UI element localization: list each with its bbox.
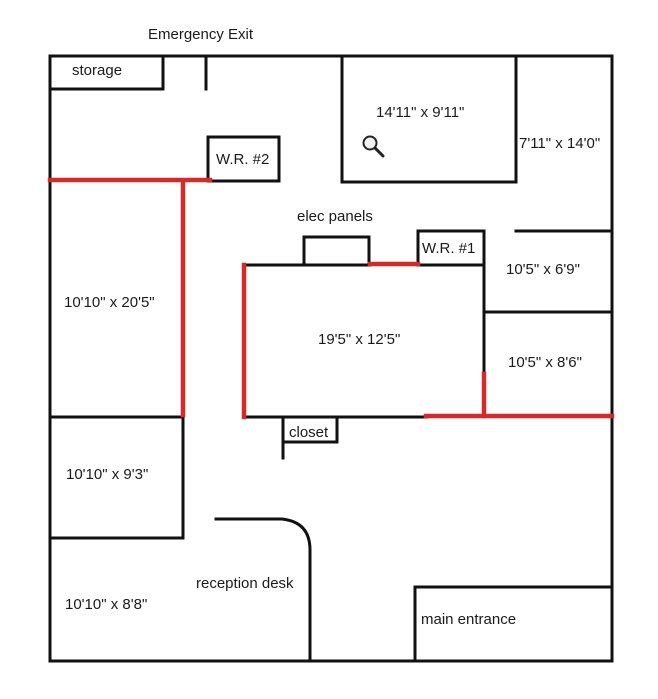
- room-left-large-label: 10'10" x 20'5": [64, 294, 155, 311]
- wr1-label: W.R. #1: [422, 240, 475, 257]
- closet-box: [281, 415, 339, 444]
- room-right-upper-label: 10'5" x 6'9": [506, 261, 580, 278]
- wr2-label: W.R. #2: [216, 151, 269, 168]
- elec-panels-box: [302, 235, 371, 267]
- reception-desk-label: reception desk: [196, 575, 294, 592]
- top-center-room-wall: [340, 54, 518, 184]
- elec-panels-label: elec panels: [297, 208, 373, 225]
- reception-desk-outline: [214, 517, 312, 663]
- room-left-middle-label: 10'10" x 9'3": [66, 466, 148, 483]
- wr1-room: [416, 229, 486, 267]
- storage-wall: [48, 54, 165, 91]
- room-left-bottom-label: 10'10" x 8'8": [65, 596, 147, 613]
- room-top-center-label: 14'11" x 9'11": [376, 104, 464, 121]
- closet-label: closet: [289, 424, 329, 441]
- storage-label: storage: [72, 62, 122, 79]
- left-middle-room-wall: [48, 415, 185, 540]
- emergency-exit-label: Emergency Exit: [148, 26, 254, 43]
- room-center-label: 19'5" x 12'5": [318, 331, 400, 348]
- wr2-room: [206, 135, 281, 183]
- main-entrance-wall: [413, 585, 614, 663]
- magnifier-icon: [362, 135, 385, 158]
- room-right-lower-label: 10'5" x 8'6": [508, 354, 582, 371]
- main-entrance-label: main entrance: [421, 611, 516, 628]
- outer-wall: [48, 54, 614, 663]
- room-top-right-label: 7'11" x 14'0": [519, 135, 600, 152]
